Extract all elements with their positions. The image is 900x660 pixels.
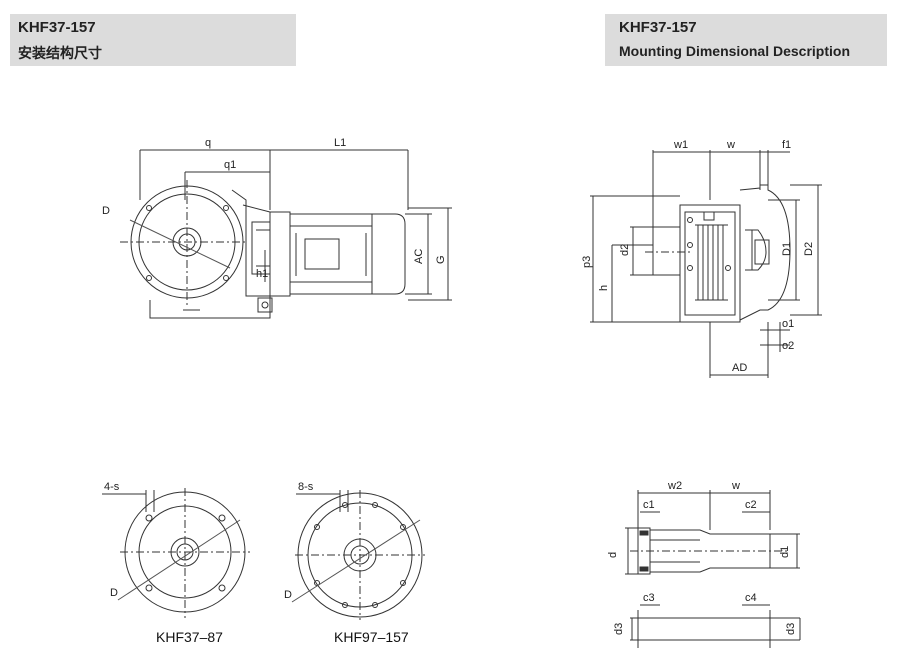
label-c3: c3 bbox=[643, 592, 655, 604]
label-G: G bbox=[435, 255, 447, 264]
label-d2: d2 bbox=[619, 244, 631, 256]
label-d3-left: d3 bbox=[613, 623, 625, 635]
label-8-s: 8-s bbox=[298, 481, 314, 493]
label-4-s: 4-s bbox=[104, 481, 120, 493]
header-right: KHF37-157 Mounting Dimensional Descripti… bbox=[605, 14, 887, 66]
label-AC: AC bbox=[413, 249, 425, 264]
label-D1: D1 bbox=[781, 242, 793, 256]
shaft-view bbox=[625, 490, 801, 648]
label-AD: AD bbox=[732, 362, 747, 374]
label-c4: c4 bbox=[745, 592, 757, 604]
side-view bbox=[590, 150, 822, 378]
caption-khf97-157: KHF97–157 bbox=[334, 629, 409, 645]
label-h1: h1 bbox=[256, 268, 268, 280]
header-left-subtitle: 安装结构尺寸 bbox=[18, 45, 102, 61]
header-right-subtitle: Mounting Dimensional Description bbox=[619, 43, 851, 59]
front-view bbox=[120, 149, 452, 319]
label-o2: o2 bbox=[782, 340, 794, 352]
label-o1: o1 bbox=[782, 318, 794, 330]
label-L1: L1 bbox=[334, 137, 346, 149]
header-left: KHF37-157 安装结构尺寸 bbox=[10, 14, 296, 66]
caption-khf37-87: KHF37–87 bbox=[156, 629, 223, 645]
label-D-front: D bbox=[102, 205, 110, 217]
label-d: d bbox=[607, 552, 619, 558]
label-w-shaft: w bbox=[731, 480, 740, 492]
label-d3-right: d3 bbox=[785, 623, 797, 635]
front-view-labels: q L1 q1 D h1 AC G bbox=[102, 137, 447, 280]
label-c2: c2 bbox=[745, 499, 757, 511]
flange-large bbox=[291, 490, 425, 620]
label-h: h bbox=[598, 285, 610, 291]
label-w1: w1 bbox=[673, 139, 688, 151]
header-right-model: KHF37-157 bbox=[619, 19, 697, 36]
label-w2: w2 bbox=[667, 480, 682, 492]
label-D-large: D bbox=[284, 589, 292, 601]
label-q: q bbox=[205, 137, 211, 149]
flange-large-labels: 8-s D KHF97–157 bbox=[284, 481, 409, 645]
label-p3: p3 bbox=[581, 256, 593, 268]
shaft-view-labels: w2 w c1 c2 d d1 c3 c4 d3 d3 bbox=[607, 480, 797, 635]
label-f1: f1 bbox=[782, 139, 791, 151]
label-c1: c1 bbox=[643, 499, 655, 511]
label-D2: D2 bbox=[803, 242, 815, 256]
label-w: w bbox=[726, 139, 735, 151]
flange-small bbox=[102, 488, 250, 618]
side-view-labels: w1 w f1 p3 h d2 D1 D2 o1 o2 AD bbox=[581, 139, 815, 374]
label-q1: q1 bbox=[224, 159, 236, 171]
header-left-model: KHF37-157 bbox=[18, 19, 96, 36]
flange-small-labels: 4-s D KHF37–87 bbox=[104, 481, 223, 645]
label-D-small: D bbox=[110, 587, 118, 599]
label-d1: d1 bbox=[779, 546, 791, 558]
